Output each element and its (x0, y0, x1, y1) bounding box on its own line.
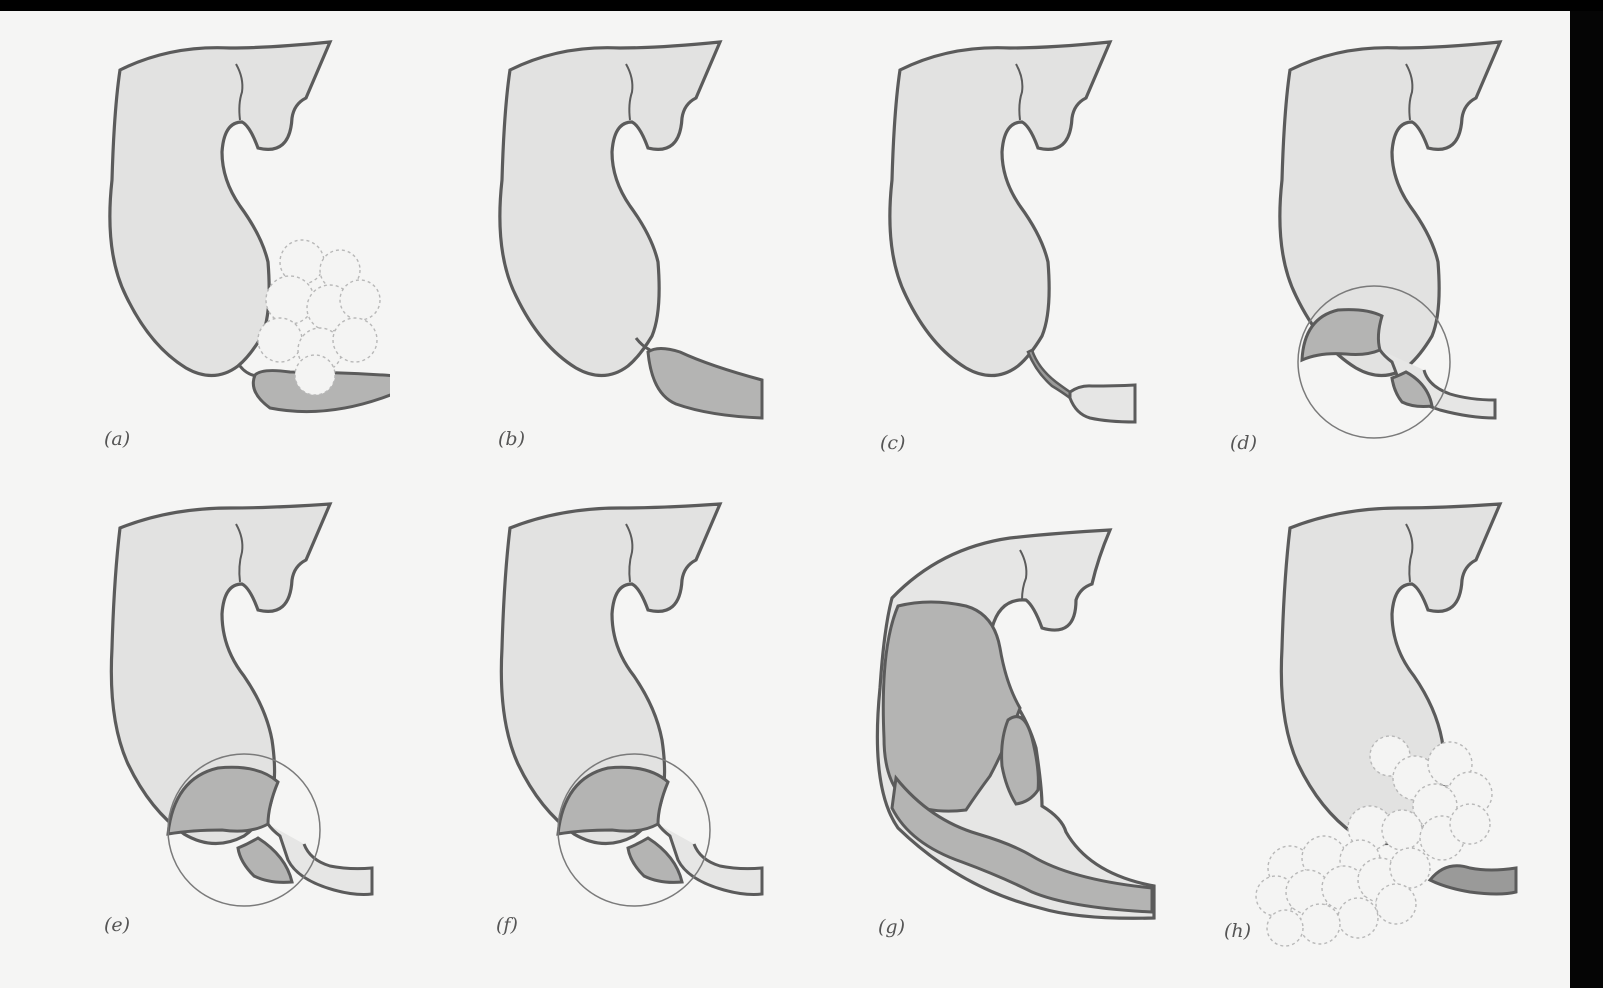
panel-label: (f) (496, 914, 518, 936)
panel-e-illustration (0, 488, 390, 988)
duodenum (648, 349, 762, 419)
panel-h: (h) (1170, 488, 1560, 976)
panel-b-illustration (390, 0, 780, 488)
panel-g: (g) (780, 488, 1170, 976)
panel-a: (a) (0, 0, 390, 488)
panel-d-illustration (1170, 0, 1560, 488)
panel-label: (d) (1230, 432, 1257, 454)
panel-b: (b) (390, 0, 780, 488)
right-black-border (1570, 11, 1603, 988)
panel-label: (c) (880, 432, 905, 454)
dotted-mass (1256, 736, 1492, 946)
narrowed-pylorus (1028, 350, 1070, 398)
panel-d: (d) (1170, 0, 1560, 488)
panel-label: (a) (104, 428, 130, 450)
panel-c: (c) (780, 0, 1170, 488)
panel-label: (g) (878, 916, 905, 938)
panel-f: (f) (390, 488, 780, 976)
duodenum (1430, 866, 1516, 894)
stomach-shape (890, 42, 1110, 376)
panel-h-illustration (1170, 488, 1560, 988)
panel-f-illustration (390, 488, 780, 988)
panel-a-illustration (0, 0, 390, 488)
panel-c-illustration (780, 0, 1170, 488)
panel-label: (b) (498, 428, 525, 450)
panel-label: (h) (1224, 920, 1251, 942)
panel-label: (e) (104, 914, 130, 936)
stomach-shape (500, 42, 720, 376)
duodenum (1070, 385, 1135, 422)
panel-g-illustration (780, 488, 1170, 988)
panel-e: (e) (0, 488, 390, 976)
